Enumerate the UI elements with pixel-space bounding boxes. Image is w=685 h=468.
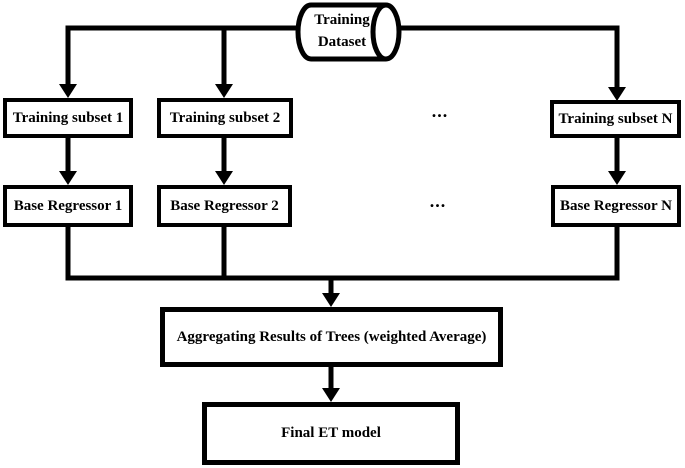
training-dataset-label-line1: Training bbox=[314, 12, 370, 28]
aggregate-results-box: Aggregating Results of Trees (weighted A… bbox=[160, 307, 503, 367]
final-et-model-label: Final ET model bbox=[281, 425, 381, 442]
training-dataset-cylinder-icon bbox=[295, 2, 402, 62]
cylinder-body bbox=[295, 2, 386, 62]
base-regressor-n-label: Base Regressor N bbox=[560, 197, 672, 214]
training-subset-2-label: Training subset 2 bbox=[169, 109, 281, 126]
training-subset-2-box: Training subset 2 bbox=[157, 98, 293, 138]
base-regressor-2-box: Base Regressor 2 bbox=[157, 185, 292, 227]
training-subset-n-box: Training subset N bbox=[550, 100, 681, 138]
training-subset-1-label: Training subset 1 bbox=[12, 109, 124, 126]
aggregate-results-label: Aggregating Results of Trees (weighted A… bbox=[176, 328, 487, 345]
arrowhead-subset2 bbox=[215, 84, 233, 98]
training-dataset-label-line2: Dataset bbox=[317, 33, 367, 50]
arrowhead-regressorN bbox=[608, 171, 626, 185]
line-dataset-to-subsetN bbox=[399, 25, 620, 89]
arrowhead-subset1 bbox=[59, 84, 77, 98]
cylinder-end-cap bbox=[370, 2, 402, 62]
training-dataset-label: Training Dataset bbox=[300, 10, 384, 54]
training-subset-n-label: Training subset N bbox=[558, 110, 673, 127]
training-subset-1-box: Training subset 1 bbox=[3, 98, 133, 138]
base-regressor-1-box: Base Regressor 1 bbox=[3, 185, 133, 227]
arrowhead-regressor2 bbox=[215, 171, 233, 185]
base-regressor-1-label: Base Regressor 1 bbox=[13, 197, 123, 214]
base-regressor-n-box: Base Regressor N bbox=[551, 185, 681, 227]
final-et-model-box: Final ET model bbox=[202, 402, 460, 465]
regressor-ellipsis: ... bbox=[429, 191, 447, 211]
arrowheads bbox=[59, 84, 626, 402]
arrowhead-final bbox=[322, 388, 340, 402]
arrowhead-subsetN bbox=[608, 87, 626, 101]
arrowhead-aggregate bbox=[322, 293, 340, 307]
base-regressor-2-label: Base Regressor 2 bbox=[170, 197, 279, 214]
line-dataset-to-subset1 bbox=[65, 25, 301, 86]
arrowhead-regressor1 bbox=[59, 171, 77, 185]
subset-ellipsis: ... bbox=[431, 101, 449, 121]
